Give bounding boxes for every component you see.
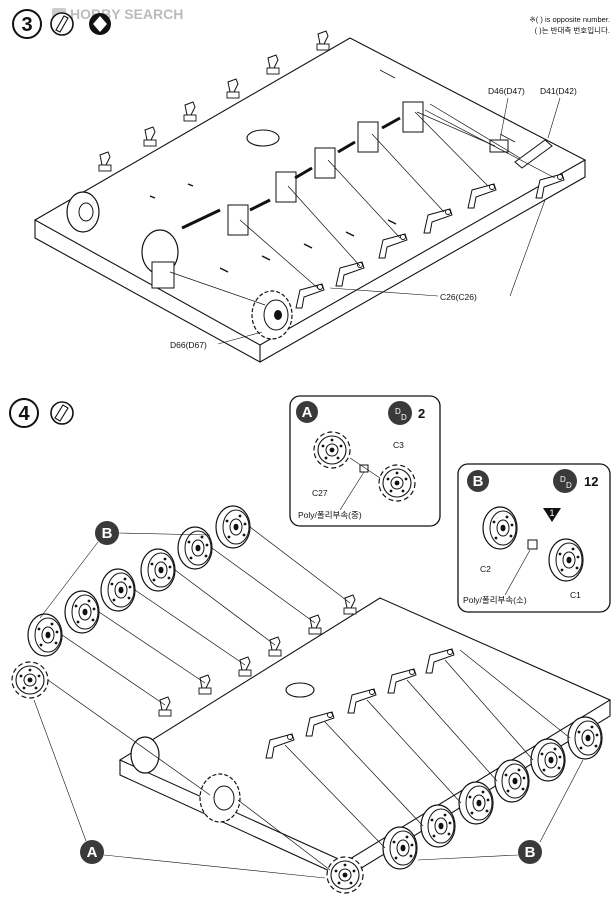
callout-a-bottom: A xyxy=(33,699,326,879)
inset-a-letter-badge: A xyxy=(296,401,318,423)
drive-sprocket-d66 xyxy=(251,290,293,340)
inset-b-quantity: 12 xyxy=(584,474,598,489)
svg-text:D: D xyxy=(566,481,572,490)
svg-text:D41(D42): D41(D42) xyxy=(540,86,577,96)
label-c2: C2 xyxy=(480,564,491,574)
assembly-guide-lines-step-4 xyxy=(47,526,571,871)
part-d41 xyxy=(514,139,553,169)
label-c27: C27 xyxy=(312,488,328,498)
poly-cap-medium xyxy=(359,464,369,473)
hub-assembly xyxy=(141,229,179,289)
idler-wheel xyxy=(66,191,100,233)
label-d41: D41(D42) xyxy=(540,86,577,139)
svg-text:D: D xyxy=(560,475,566,484)
far-side-sprocket xyxy=(11,661,49,699)
label-d46: D46(D47) xyxy=(488,86,525,141)
hull-drive-sprocket xyxy=(199,773,241,823)
poly-cap-small xyxy=(527,539,538,550)
inset-a-box: A D D 2 C27 C3 Poly/폴리부속(중) xyxy=(289,395,441,527)
svg-text:A: A xyxy=(302,404,313,421)
part-c27 xyxy=(313,431,351,469)
step-3-number: 3 xyxy=(21,14,32,36)
make-pair-icon: D D xyxy=(553,469,577,493)
step-3: 3 xyxy=(12,9,587,363)
inset-b-letter-badge: B xyxy=(467,470,489,492)
svg-text:A: A xyxy=(87,844,98,861)
part-c2 xyxy=(482,506,518,550)
svg-text:D66(D67): D66(D67) xyxy=(170,340,207,350)
make-pair-icon: D D xyxy=(388,401,412,425)
step-3-number-badge: 3 xyxy=(12,9,42,39)
svg-text:C26(C26): C26(C26) xyxy=(440,292,477,302)
part-c1 xyxy=(548,538,584,582)
watermark-text: HOBBY SEARCH xyxy=(70,6,183,22)
step-4-number-badge: 4 xyxy=(9,398,39,428)
step-4: 4 A D D 2 C27 C3 Poly/폴리부속(중) xyxy=(9,395,612,894)
label-poly-medium: Poly/폴리부속(중) xyxy=(298,510,362,520)
svg-text:D: D xyxy=(401,413,407,422)
near-side-sprocket xyxy=(326,856,364,894)
label-c26: C26(C26) xyxy=(329,199,546,302)
callout-b-bottom: B xyxy=(417,759,584,864)
svg-text:D46(D47): D46(D47) xyxy=(488,86,525,96)
svg-text:B: B xyxy=(525,844,536,861)
assembly-guide-lines xyxy=(169,103,556,306)
opposite-number-note: ※( ) is opposite number. ( )는 반대측 번호입니다. xyxy=(530,15,611,35)
hull-part-step-4 xyxy=(118,597,612,879)
svg-text:1: 1 xyxy=(549,508,554,518)
inset-b-box: B D D 12 1 C2 C1 Poly/폴리부속(소) xyxy=(457,463,611,613)
cement-icon xyxy=(50,401,74,425)
label-c3: C3 xyxy=(393,440,404,450)
step-marker-1: 1 xyxy=(543,508,561,522)
inset-a-quantity: 2 xyxy=(418,406,425,421)
callout-b-top: B xyxy=(39,521,211,619)
note-line-korean: ( )는 반대측 번호입니다. xyxy=(535,26,610,35)
note-line-english: ※( ) is opposite number. xyxy=(530,15,611,24)
svg-text:B: B xyxy=(473,473,484,490)
hull-idler xyxy=(130,736,160,774)
label-d66: D66(D67) xyxy=(170,331,263,350)
label-c1: C1 xyxy=(570,590,581,600)
step-4-number: 4 xyxy=(18,403,30,425)
paint-icon xyxy=(89,13,111,35)
near-side-axle-mounts xyxy=(181,101,424,236)
svg-text:D: D xyxy=(395,407,401,416)
far-side-road-wheels xyxy=(27,505,251,657)
label-poly-small: Poly/폴리부속(소) xyxy=(463,595,527,605)
svg-text:B: B xyxy=(102,525,113,542)
glue-icon xyxy=(50,12,74,36)
part-c3 xyxy=(378,464,416,502)
